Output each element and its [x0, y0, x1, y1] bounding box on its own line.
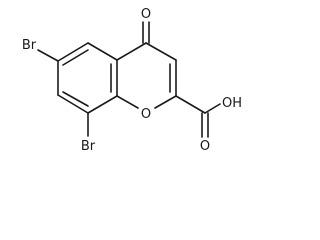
bond-c6-br [37, 49, 59, 62]
atom-oh: OH [222, 96, 242, 111]
atom-o-carbonyl: O [141, 7, 151, 22]
atom-labels: Br Br O O OH O [22, 7, 242, 154]
atom-o-ring: O [141, 107, 151, 122]
chemical-structure: Br Br O O OH O [22, 7, 242, 154]
bond-c4a-c5 [87, 42, 118, 61]
bond-c4-c3 [145, 42, 177, 61]
bond-c5-c6-inner [62, 49, 89, 66]
bond-c4a-c4 [116, 42, 147, 61]
atom-o-acid: O [200, 139, 210, 154]
bond-cooh-oh [204, 103, 221, 114]
bond-lines [37, 21, 221, 138]
bond-c2-cooh [175, 95, 206, 114]
atom-br-6: Br [22, 38, 37, 53]
bond-c8-c8a [87, 95, 118, 114]
bond-c7-c8-inner [62, 91, 89, 107]
bond-c5-c6 [57, 42, 89, 62]
bond-o1-c8a [116, 95, 139, 109]
atom-br-8: Br [81, 139, 96, 154]
bond-c7-c8 [57, 94, 89, 114]
bond-c2-o1 [154, 95, 177, 109]
